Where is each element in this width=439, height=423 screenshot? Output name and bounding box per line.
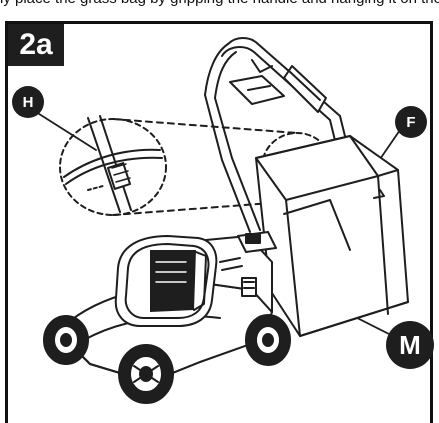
callout-m: M [386, 321, 434, 369]
grass-bag [255, 135, 409, 337]
battery-pack [114, 235, 218, 327]
callout-h: H [12, 86, 44, 118]
front-left-wheel [43, 315, 89, 365]
cropped-instruction-text: ly place the grass bag by gripping the h… [0, 0, 439, 8]
callout-f: F [395, 106, 427, 138]
step-number-badge: 2a [8, 24, 64, 66]
rear-wheel [245, 314, 291, 366]
detail-circle-left [59, 115, 167, 216]
front-right-wheel [118, 344, 174, 404]
illustration-frame [5, 21, 433, 423]
